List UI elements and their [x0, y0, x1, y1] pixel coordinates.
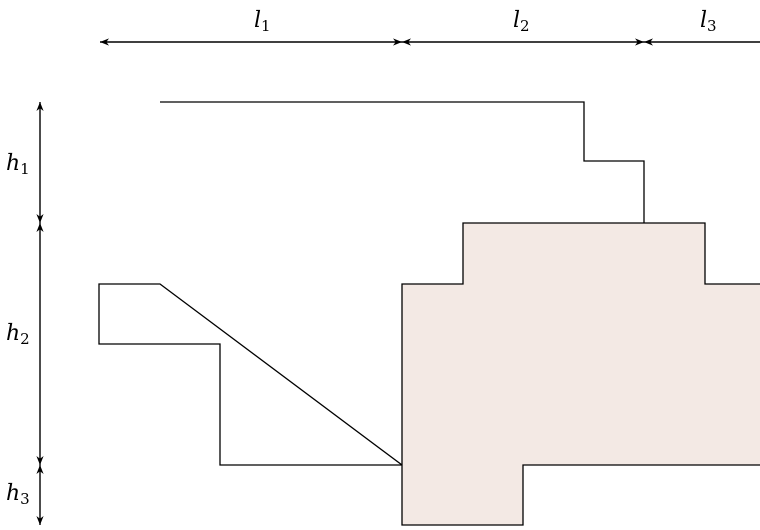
width-label-2: l2: [513, 8, 530, 35]
outline-shape: [98, 101, 645, 466]
shaded-shape: [401, 222, 760, 526]
width-label-1: l1: [254, 8, 271, 35]
height-label-3: h3: [6, 481, 30, 508]
height-label-1: h1: [6, 151, 30, 178]
width-label-3: l3: [700, 8, 717, 35]
height-label-2: h2: [6, 321, 30, 348]
